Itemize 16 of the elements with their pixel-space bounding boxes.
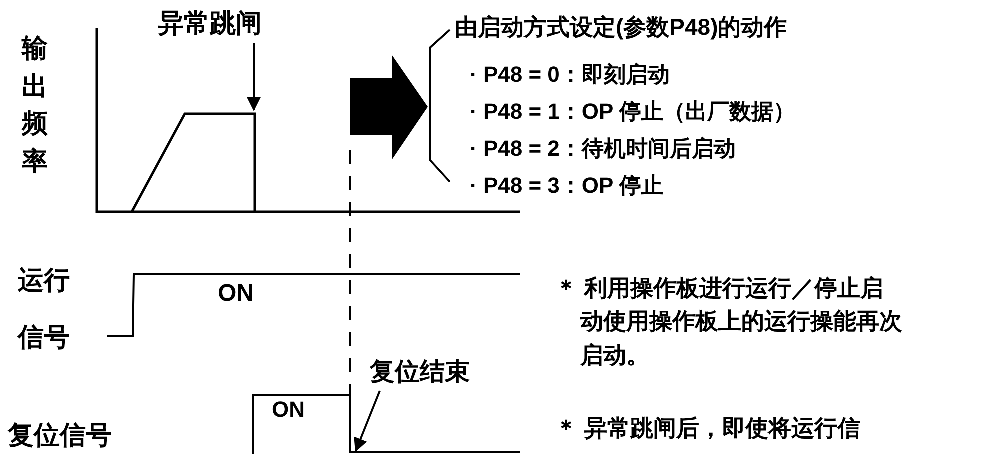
note-text: ＊ 异常跳闸后，即使将运行信	[555, 414, 862, 443]
annotation-text: 复位结束	[370, 357, 470, 387]
note-text: ＊ 利用操作板进行运行／停止启动使用操作板上的运行操能再次启动。	[555, 274, 902, 370]
arrow	[247, 43, 261, 112]
list-item: · P48 = 2：待机时间后启动	[470, 136, 736, 162]
arrow	[354, 390, 381, 452]
list-item: · P48 = 0：即刻启动	[470, 62, 670, 88]
signal-label: 复位信号	[8, 420, 112, 452]
heading-text: 由启动方式设定(参数P48)的动作	[455, 14, 788, 42]
list-item: · P48 = 1：OP 停止（出厂数据）	[470, 99, 796, 126]
state-label: ON	[218, 280, 254, 309]
annotation-text: 异常跳闸	[158, 8, 262, 40]
state-label: ON	[272, 397, 305, 424]
axis-label: 输出频率	[22, 32, 48, 178]
signal-label: 运行信号	[18, 264, 70, 354]
list-item: · P48 = 3：OP 停止	[470, 173, 664, 200]
